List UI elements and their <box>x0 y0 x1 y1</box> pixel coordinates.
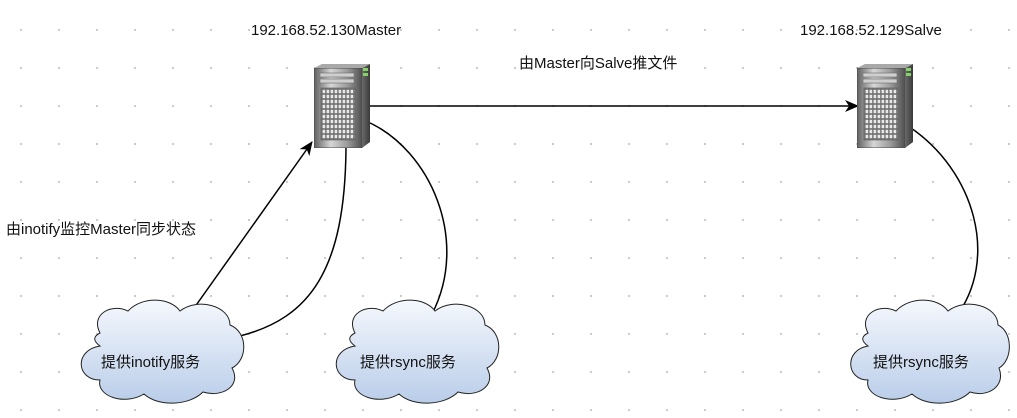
monitor-edge-label: 由inotify监控Master同步状态 <box>6 221 197 238</box>
server-master[interactable] <box>314 64 370 148</box>
cloud-rsync-master-label: 提供rsync服务 <box>360 354 456 371</box>
cloud-inotify-label: 提供inotify服务 <box>101 354 201 371</box>
server-icon <box>314 64 370 148</box>
cloud-inotify[interactable] <box>80 299 245 404</box>
cloud-rsync-slave-label: 提供rsync服务 <box>873 354 969 371</box>
cloud-rsync-slave[interactable] <box>850 299 1010 404</box>
inotify-master-link[interactable] <box>239 147 347 337</box>
master-ip-label: 192.168.52.130Master <box>251 22 402 39</box>
push-edge-label: 由Master向Salve推文件 <box>519 55 678 72</box>
slave-ip-label: 192.168.52.129Salve <box>800 22 942 39</box>
rsync-master-link[interactable] <box>367 121 448 315</box>
monitor-edge[interactable] <box>186 141 313 319</box>
edges <box>186 100 979 337</box>
server-icon <box>857 64 913 148</box>
rsync-slave-link[interactable] <box>907 125 979 319</box>
cloud-rsync-master[interactable] <box>335 299 500 404</box>
server-slave[interactable] <box>857 64 913 148</box>
